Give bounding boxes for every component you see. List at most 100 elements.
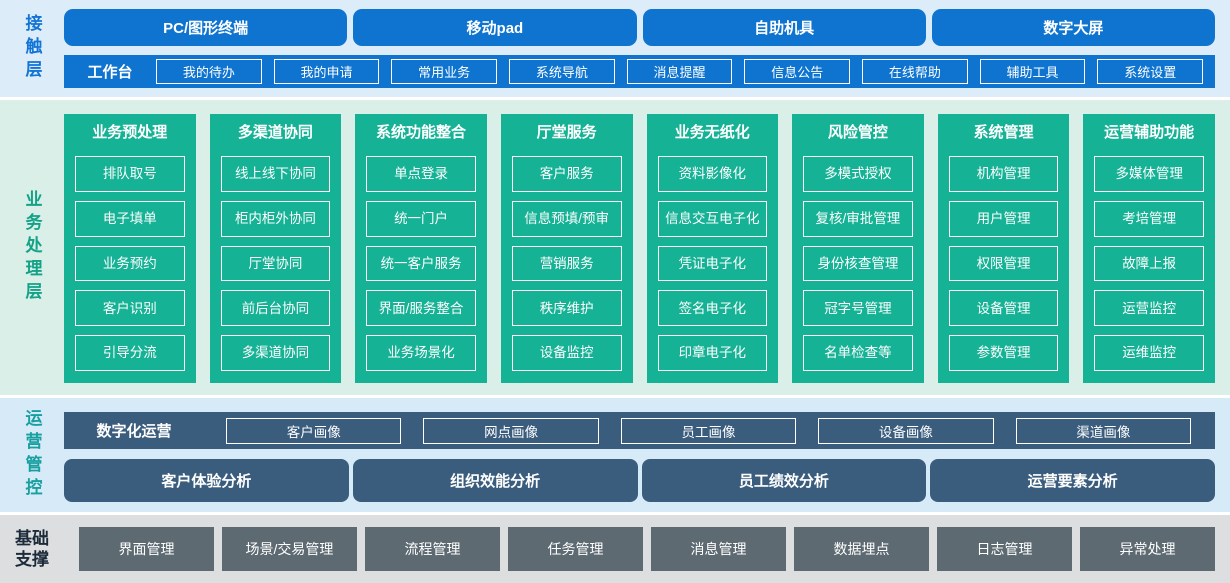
channel-button[interactable]: 数字大屏 (931, 9, 1215, 46)
business-layer: 业务处理层 业务预处理排队取号电子填单业务预约客户识别引导分流多渠道协同线上线下… (0, 100, 1230, 395)
channel-button[interactable]: 移动pad (353, 9, 637, 46)
business-item[interactable]: 用户管理 (948, 200, 1059, 237)
operations-layer-main: 数字化运营 客户画像网点画像员工画像设备画像渠道画像 客户体验分析组织效能分析员… (64, 398, 1230, 512)
business-column: 系统功能整合单点登录统一门户统一客户服务界面/服务整合业务场景化 (355, 114, 487, 383)
digital-ops-bar: 数字化运营 客户画像网点画像员工画像设备画像渠道画像 (64, 412, 1215, 449)
foundation-item[interactable]: 消息管理 (651, 527, 786, 571)
business-item[interactable]: 设备监控 (511, 335, 622, 371)
business-column: 运营辅助功能多媒体管理考培管理故障上报运营监控运维监控 (1083, 114, 1215, 383)
analysis-bar[interactable]: 客户体验分析 (64, 459, 349, 502)
business-item[interactable]: 排队取号 (75, 156, 185, 192)
operations-layer-rail: 运营管控 (0, 398, 64, 512)
business-column: 业务预处理排队取号电子填单业务预约客户识别引导分流 (64, 114, 196, 383)
business-item[interactable]: 机构管理 (948, 156, 1059, 192)
business-item[interactable]: 运维监控 (1094, 335, 1204, 371)
business-item[interactable]: 柜内柜外协同 (220, 200, 331, 237)
business-item[interactable]: 印章电子化 (657, 335, 768, 371)
business-item[interactable]: 统一门户 (366, 200, 476, 237)
business-item[interactable]: 身份核查管理 (803, 245, 913, 282)
business-item[interactable]: 线上线下协同 (220, 156, 331, 192)
business-item[interactable]: 冠字号管理 (803, 290, 913, 327)
digital-ops-item[interactable]: 网点画像 (423, 417, 599, 444)
business-item[interactable]: 引导分流 (75, 335, 185, 371)
analysis-bar[interactable]: 组织效能分析 (352, 459, 638, 502)
business-item[interactable]: 业务预约 (75, 245, 185, 282)
digital-ops-item[interactable]: 渠道画像 (1015, 417, 1192, 444)
workbench-item[interactable]: 系统导航 (509, 59, 615, 84)
business-column: 系统管理机构管理用户管理权限管理设备管理参数管理 (937, 114, 1070, 383)
digital-ops-item[interactable]: 客户画像 (226, 417, 402, 444)
business-item[interactable]: 故障上报 (1094, 245, 1204, 282)
business-item[interactable]: 签名电子化 (657, 290, 768, 327)
business-item[interactable]: 单点登录 (366, 156, 476, 192)
business-item[interactable]: 考培管理 (1094, 200, 1204, 237)
foundation-item[interactable]: 异常处理 (1080, 527, 1215, 571)
contact-layer-label: 接触层 (22, 14, 42, 83)
workbench-bar: 工作台 我的待办我的申请常用业务系统导航消息提醒信息公告在线帮助辅助工具系统设置 (64, 55, 1215, 88)
business-item[interactable]: 统一客户服务 (366, 245, 476, 282)
digital-ops-item[interactable]: 员工画像 (620, 417, 797, 444)
business-item[interactable]: 厅堂协同 (220, 245, 331, 282)
business-item[interactable]: 信息交互电子化 (657, 200, 768, 237)
foundation-item[interactable]: 场景/交易管理 (222, 527, 357, 571)
analysis-bar[interactable]: 运营要素分析 (930, 459, 1215, 502)
business-item[interactable]: 电子填单 (75, 200, 185, 237)
workbench-item[interactable]: 我的申请 (273, 59, 380, 84)
channel-button[interactable]: 自助机具 (642, 9, 926, 46)
business-item[interactable]: 设备管理 (948, 290, 1059, 327)
channel-button[interactable]: PC/图形终端 (64, 9, 348, 46)
foundation-item[interactable]: 日志管理 (937, 527, 1072, 571)
business-item[interactable]: 客户识别 (75, 290, 185, 327)
workbench-item[interactable]: 信息公告 (744, 59, 851, 84)
workbench-item[interactable]: 消息提醒 (626, 59, 733, 84)
analysis-bar[interactable]: 员工绩效分析 (641, 459, 927, 502)
business-item[interactable]: 界面/服务整合 (366, 290, 476, 327)
digital-ops-item[interactable]: 设备画像 (818, 417, 994, 444)
foundation-item-row: 界面管理场景/交易管理流程管理任务管理消息管理数据埋点日志管理异常处理 (64, 515, 1230, 583)
business-columns: 业务预处理排队取号电子填单业务预约客户识别引导分流多渠道协同线上线下协同柜内柜外… (64, 100, 1230, 395)
foundation-item[interactable]: 任务管理 (508, 527, 643, 571)
business-item[interactable]: 多模式授权 (803, 156, 913, 192)
business-item[interactable]: 业务场景化 (366, 335, 476, 371)
workbench-item[interactable]: 系统设置 (1097, 59, 1204, 84)
business-item[interactable]: 权限管理 (948, 245, 1059, 282)
business-item[interactable]: 凭证电子化 (657, 245, 768, 282)
operations-layer: 运营管控 数字化运营 客户画像网点画像员工画像设备画像渠道画像 客户体验分析组织… (0, 398, 1230, 512)
foundation-item[interactable]: 界面管理 (79, 527, 214, 571)
business-column-title: 业务无纸化 (674, 124, 750, 141)
business-item[interactable]: 多媒体管理 (1094, 156, 1204, 192)
workbench-item[interactable]: 常用业务 (391, 59, 498, 84)
foundation-item[interactable]: 流程管理 (365, 527, 500, 571)
foundation-item[interactable]: 数据埋点 (794, 527, 929, 571)
foundation-layer: 基础支撑 界面管理场景/交易管理流程管理任务管理消息管理数据埋点日志管理异常处理 (0, 515, 1230, 583)
workbench-label: 工作台 (87, 64, 133, 81)
foundation-layer-label: 基础支撑 (15, 528, 49, 569)
workbench-item[interactable]: 辅助工具 (979, 59, 1086, 84)
business-layer-rail: 业务处理层 (0, 100, 64, 395)
workbench-item[interactable]: 在线帮助 (862, 59, 968, 84)
business-item[interactable]: 营销服务 (511, 245, 622, 282)
workbench-item[interactable]: 我的待办 (156, 59, 262, 84)
business-column: 风险管控多模式授权复核/审批管理身份核查管理冠字号管理名单检查等 (792, 114, 924, 383)
digital-ops-label: 数字化运营 (96, 423, 172, 440)
business-item[interactable]: 前后台协同 (220, 290, 331, 327)
business-item[interactable]: 参数管理 (948, 335, 1059, 371)
business-item[interactable]: 信息预填/预审 (511, 200, 622, 237)
workbench-item-row: 我的待办我的申请常用业务系统导航消息提醒信息公告在线帮助辅助工具系统设置 (156, 59, 1204, 84)
business-item[interactable]: 复核/审批管理 (803, 200, 913, 237)
business-item[interactable]: 资料影像化 (657, 156, 768, 192)
foundation-layer-rail: 基础支撑 (0, 515, 64, 583)
business-column: 业务无纸化资料影像化信息交互电子化凭证电子化签名电子化印章电子化 (646, 114, 779, 383)
business-item[interactable]: 名单检查等 (803, 335, 913, 371)
business-item[interactable]: 运营监控 (1094, 290, 1204, 327)
business-column-title: 系统管理 (973, 124, 1034, 141)
business-column-title: 厅堂服务 (536, 124, 597, 141)
business-item[interactable]: 客户服务 (511, 156, 622, 192)
business-item[interactable]: 多渠道协同 (220, 335, 331, 371)
business-column-title: 系统功能整合 (376, 124, 467, 141)
contact-layer-rail: 接触层 (0, 0, 64, 97)
business-column-title: 多渠道协同 (237, 124, 313, 141)
business-item[interactable]: 秩序维护 (511, 290, 622, 327)
